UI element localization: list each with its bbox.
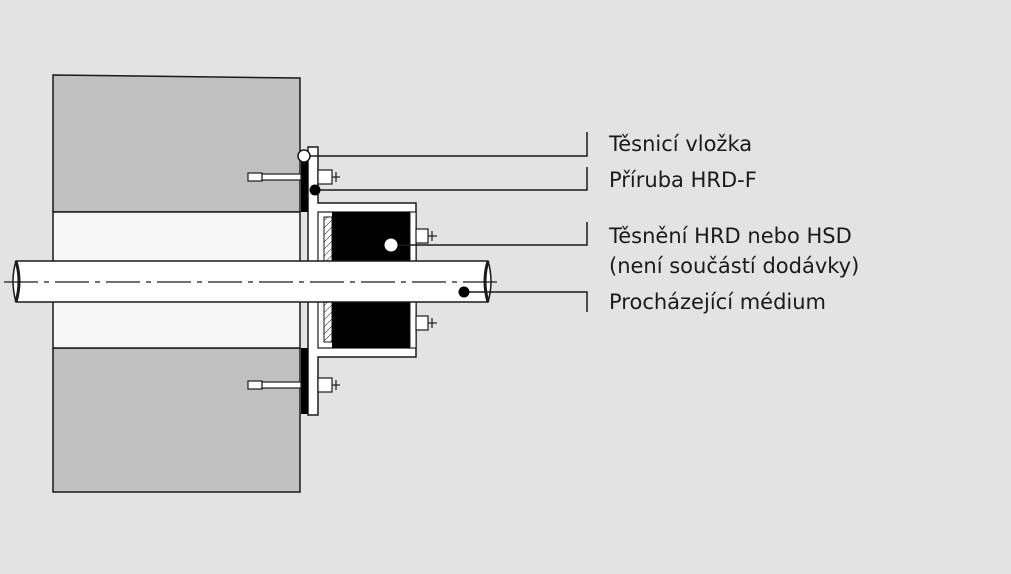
wall-lower [52, 347, 301, 493]
anchor-bolt-upper [247, 169, 340, 185]
seal-bolt-lower [415, 315, 437, 331]
pipe-end-left [14, 260, 21, 303]
dot-flange [309, 184, 321, 196]
sealing-insert-upper [301, 150, 308, 212]
seal-block-lower [332, 300, 410, 348]
dot-seal [384, 238, 398, 252]
seal-bolt-upper [415, 228, 437, 244]
dot-sealing-insert [297, 149, 311, 163]
anchor-bolt-lower [247, 377, 340, 393]
seal-plate-lower [409, 299, 417, 349]
leader-medium [464, 291, 588, 312]
wall-upper [52, 74, 301, 213]
label-seal-line2: (není součástí dodávky) [609, 254, 860, 278]
liner-upper [323, 216, 333, 262]
leader-flange [315, 167, 588, 191]
label-flange: Příruba HRD-F [609, 168, 757, 192]
sealing-insert-lower [301, 348, 308, 414]
seal-block-upper [332, 212, 410, 261]
leader-seal [391, 222, 588, 246]
leader-sealing-insert [304, 132, 588, 157]
seal-plate-upper [409, 211, 417, 262]
dot-medium [458, 286, 470, 298]
label-seal-line1: Těsnění HRD nebo HSD [609, 224, 852, 248]
label-medium: Procházející médium [609, 290, 827, 314]
pipe-end-right [483, 260, 490, 303]
liner-lower [323, 299, 333, 343]
label-sealing-insert: Těsnicí vložka [609, 132, 753, 156]
